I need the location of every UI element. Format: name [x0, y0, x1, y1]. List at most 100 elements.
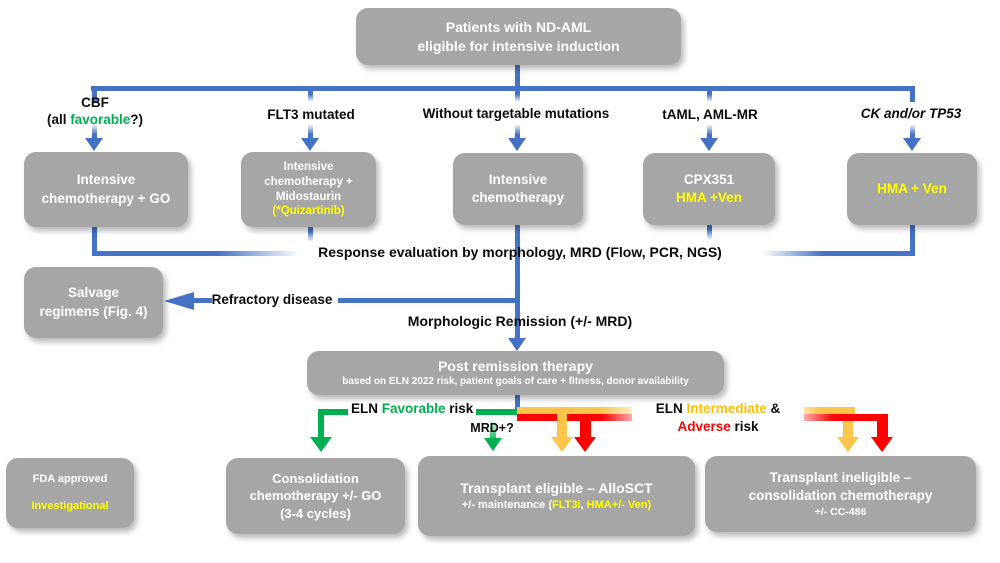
cbf-label-pre: (all [46, 112, 71, 127]
treatment-box-midostaurin: Intensive chemotherapy + Midostaurin (*Q… [241, 152, 376, 227]
connector-adverse-line2 [790, 414, 888, 421]
post-remission-title: Post remission therapy [438, 358, 593, 375]
treatment-box-cpx351: CPX351 HMA +Ven [643, 153, 775, 225]
intermediate-word: Intermediate [686, 401, 767, 416]
connector-favorable-down [318, 409, 324, 438]
branch-label-flt3: FLT3 mutated [267, 107, 355, 122]
arrow-head-taml [700, 138, 718, 151]
connector-yellow-down1 [557, 410, 567, 438]
transplant-eligible-box: Transplant eligible – AlloSCT +/- mainte… [418, 456, 695, 536]
connector-refractory-stub [194, 298, 212, 303]
hma-ven-line1: HMA + Ven [877, 180, 947, 196]
consolidation-box: Consolidation chemotherapy +/- GO (3-4 c… [226, 458, 405, 534]
post-remission-box: Post remission therapy based on ELN 2022… [307, 351, 724, 395]
maintenance-pre: +/- maintenance ( [461, 499, 553, 512]
salvage-box: Salvage regimens (Fig. 4) [24, 267, 163, 338]
connector-box1-down [92, 227, 97, 256]
midostaurin-line2: chemotherapy + [264, 175, 353, 188]
branch-label-ck-tp53: CK and/or TP53 [860, 106, 962, 121]
midostaurin-line4-quizartinib: (*Quizartinib) [272, 205, 345, 218]
post-remission-subtitle: based on ELN 2022 risk, patient goals of… [342, 375, 689, 387]
connector-trunk-top [515, 64, 520, 88]
connector-box2-down [308, 227, 313, 242]
arrow-tail-ck [910, 124, 915, 139]
connector-stub-no-target [515, 91, 520, 102]
consolidation-line2: chemotherapy +/- GO [249, 488, 382, 504]
salvage-line2: regimens (Fig. 4) [39, 303, 148, 319]
connector-red-down1 [580, 417, 591, 438]
connector-stub-flt3 [308, 91, 313, 102]
arrow-head-favorable [310, 437, 332, 452]
treatment-box-intensive-go: Intensive chemotherapy + GO [24, 152, 188, 227]
consolidation-line3: (3-4 cycles) [280, 505, 351, 521]
connector-box4-down [707, 225, 712, 240]
adverse-line: Adverse risk [635, 418, 801, 436]
connector-box1-right [92, 251, 300, 256]
intensive-line2: chemotherapy [471, 190, 565, 205]
branch-label-cbf-line2: (all favorable?) [25, 112, 165, 127]
arrow-head-flt3 [301, 138, 319, 151]
adverse-post: risk [730, 419, 759, 434]
response-evaluation-label: Response evaluation by morphology, MRD (… [318, 244, 722, 260]
connector-box5-down [910, 225, 915, 256]
maintenance-mid: , [580, 499, 587, 512]
cbf-label-favorable: favorable [70, 112, 131, 127]
morphologic-remission-label: Morphologic Remission (+/- MRD) [407, 313, 633, 329]
treatment-box-hma-ven: HMA + Ven [847, 153, 977, 225]
patients-box: Patients with ND-AML eligible for intens… [356, 8, 681, 65]
arrow-head-cbf [85, 138, 103, 151]
salvage-line1: Salvage [67, 285, 120, 301]
intensive-line1: Intensive [488, 171, 548, 187]
legend-box: FDA approved Investigational [6, 458, 134, 528]
midostaurin-line3: Midostaurin [275, 190, 342, 203]
transplant-ineligible-box: Transplant ineligible – consolidation ch… [705, 456, 976, 532]
connector-red-down2 [877, 414, 888, 438]
branch-label-cbf-line1: CBF [81, 95, 109, 110]
connector-refractory-line [338, 298, 520, 303]
branch-label-taml: tAML, AML-MR [662, 107, 758, 122]
legend-investigational: Investigational [31, 500, 109, 512]
arrow-tail-no-target [515, 124, 520, 139]
intensive-go-line2: chemotherapy + GO [41, 190, 171, 206]
adverse-word: Adverse [677, 419, 731, 434]
transplant-eligible-line1: Transplant eligible – AlloSCT [460, 480, 653, 497]
transplant-ineligible-line1: Transplant ineligible – [769, 469, 912, 485]
transplant-ineligible-line3: +/- CC-486 [814, 506, 867, 519]
intermediate-pre: ELN [655, 401, 687, 416]
arrow-tail-flt3 [308, 124, 313, 139]
connector-intermediate-line1 [517, 407, 647, 414]
arrow-head-no-target [508, 138, 526, 151]
arrow-tail-taml [707, 124, 712, 139]
cpx351-line2-hma-ven: HMA +Ven [676, 190, 742, 205]
intensive-go-line1: Intensive [76, 172, 136, 188]
arrow-head-mrd [484, 438, 502, 451]
arrow-head-red2 [871, 437, 893, 452]
cbf-label-post: ?) [130, 112, 144, 127]
transplant-ineligible-line2: consolidation chemotherapy [748, 487, 933, 503]
connector-post-stub [515, 395, 520, 409]
eln-favorable-label: ELN Favorable risk [348, 401, 477, 416]
arrow-head-yellow2 [837, 437, 859, 452]
arrow-head-refractory-left [164, 292, 194, 310]
intermediate-post: & [766, 401, 781, 416]
connector-box5-left [762, 251, 915, 256]
mrd-question-label: MRD+? [470, 421, 514, 435]
patients-box-line1: Patients with ND-AML [445, 18, 592, 35]
connector-center-down [515, 225, 520, 339]
arrow-head-ck [903, 138, 921, 151]
intermediate-line: ELN Intermediate & [635, 400, 801, 418]
midostaurin-line1: Intensive [283, 160, 334, 173]
legend-fda-approved: FDA approved [32, 473, 108, 486]
connector-stub-taml [707, 91, 712, 102]
connector-yellow-down2 [843, 407, 853, 438]
arrow-head-red1 [574, 437, 596, 452]
arrow-head-post-remission [508, 338, 526, 351]
favorable-word: Favorable [381, 401, 446, 416]
patients-box-line2: eligible for intensive induction [417, 37, 620, 54]
connector-distribution-line [91, 86, 915, 91]
connector-stub-ck [910, 91, 915, 102]
eln-intermediate-adverse-label: ELN Intermediate & Adverse risk [632, 400, 804, 436]
connector-intermediate-line2 [790, 407, 855, 414]
consolidation-line1: Consolidation [272, 470, 359, 486]
